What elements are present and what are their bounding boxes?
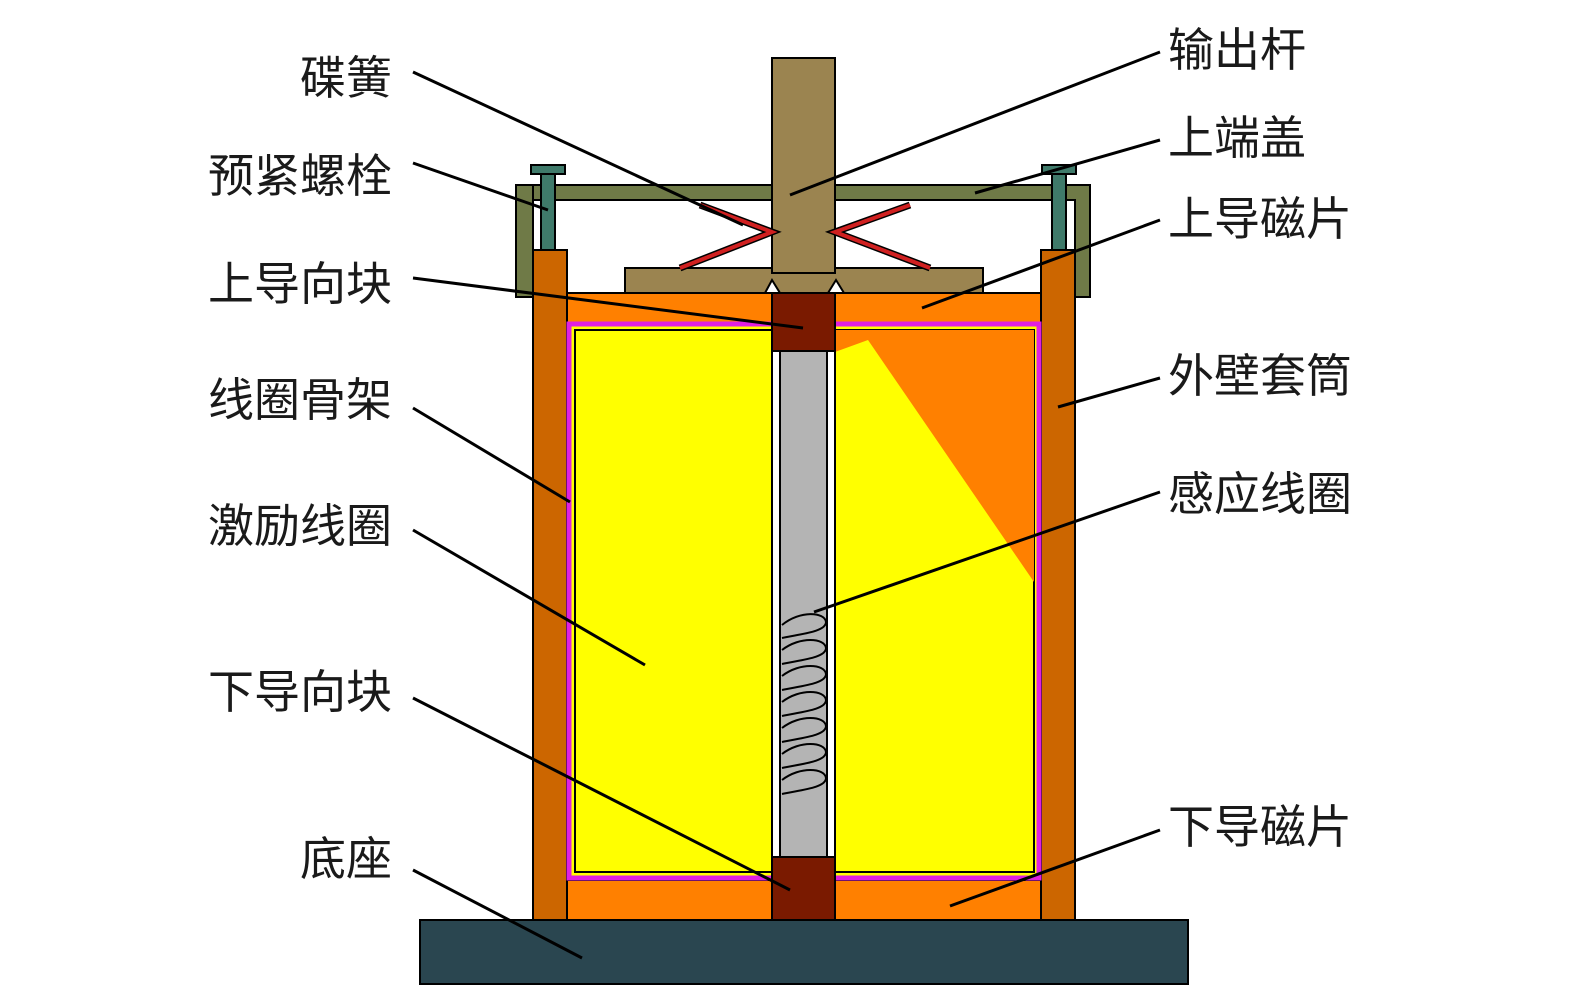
output-rod bbox=[771, 57, 836, 274]
label-upper-end-cap: 上端盖 bbox=[1168, 111, 1306, 165]
label-induction-coil: 感应线圈 bbox=[1168, 467, 1352, 521]
leader-induction-coil bbox=[813, 490, 1161, 614]
label-preload-bolt: 预紧螺栓 bbox=[208, 149, 392, 203]
core-rod-inner bbox=[779, 350, 828, 858]
leader-output-rod bbox=[789, 50, 1161, 197]
upper-guide-block bbox=[771, 292, 836, 352]
outer-sleeve-right bbox=[1040, 249, 1076, 921]
leader-coil-frame bbox=[412, 406, 571, 504]
flux-highlight bbox=[835, 330, 1034, 582]
label-output-rod: 输出杆 bbox=[1168, 23, 1306, 77]
upper-end-cap bbox=[532, 184, 1091, 298]
leader-upper-guide-block bbox=[412, 276, 804, 330]
label-lower-guide-block: 下导向块 bbox=[208, 665, 392, 719]
label-lower-magnetic-sheet: 下导磁片 bbox=[1168, 800, 1352, 854]
leader-upper-end-cap bbox=[974, 138, 1161, 195]
upper-end-cap-left-flange bbox=[515, 184, 534, 298]
label-upper-magnetic-sheet: 上导磁片 bbox=[1168, 192, 1352, 246]
preload-bolt-left bbox=[540, 171, 556, 251]
label-upper-guide-block: 上导向块 bbox=[208, 257, 392, 311]
leader-disc-spring bbox=[412, 70, 744, 227]
base bbox=[419, 919, 1189, 985]
leader-excitation-coil bbox=[412, 528, 646, 667]
disc-spring bbox=[678, 201, 932, 272]
label-coil-frame: 线圈骨架 bbox=[208, 373, 392, 427]
label-outer-sleeve: 外壁套筒 bbox=[1168, 349, 1352, 403]
induction-coil bbox=[781, 613, 828, 795]
label-disc-spring: 碟簧 bbox=[300, 51, 392, 105]
leader-lower-guide-block bbox=[412, 696, 791, 892]
excitation-coil-left bbox=[574, 329, 774, 873]
lower-guide-block bbox=[771, 856, 836, 921]
leader-upper-magnetic-sheet bbox=[921, 218, 1161, 310]
outer-sleeve-left bbox=[532, 249, 568, 921]
leader-preload-bolt bbox=[412, 161, 549, 212]
label-base: 底座 bbox=[300, 832, 392, 886]
label-excitation-coil: 激励线圈 bbox=[208, 499, 392, 553]
leader-outer-sleeve bbox=[1057, 376, 1161, 409]
preload-bolt-right bbox=[1051, 171, 1067, 251]
leader-lower-magnetic-sheet bbox=[949, 828, 1161, 908]
preload-bolt-left-head bbox=[530, 164, 566, 175]
leader-base bbox=[412, 868, 583, 960]
